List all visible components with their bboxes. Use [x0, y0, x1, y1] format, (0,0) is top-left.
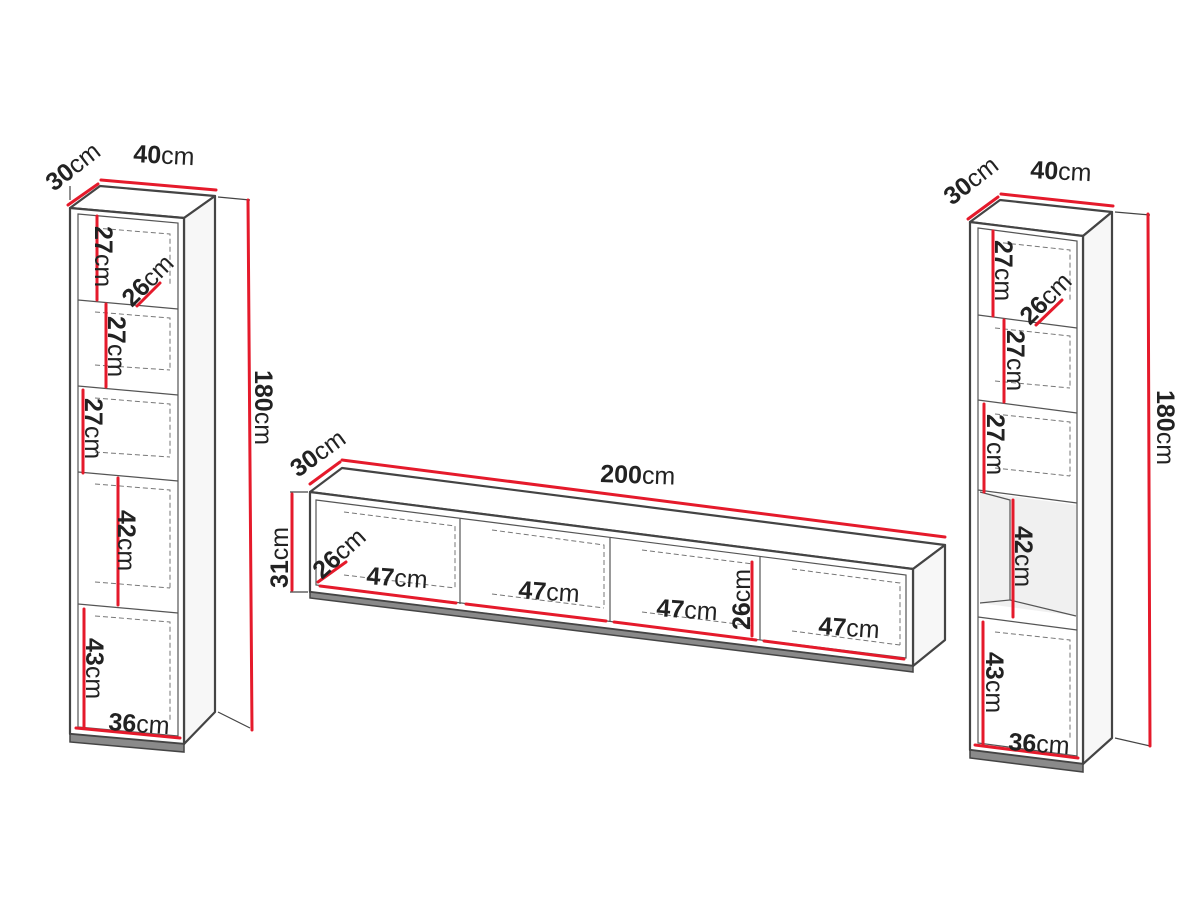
- right-comp3-label: 27cm: [981, 414, 1009, 475]
- tv-width-label: 200cm: [600, 460, 676, 491]
- tv-depth-line: [308, 460, 342, 486]
- right-cabinet-side: [1081, 210, 1114, 766]
- tv-comp1-line: [318, 584, 458, 605]
- right-cabinet: 30cm 40cm 180cm 27cm 26cm 27cm 27cm 42cm…: [938, 151, 1179, 773]
- left-shelf-depth-line: [135, 281, 162, 308]
- right-width-line: [999, 192, 1115, 208]
- left-comp1-label: 27cm: [89, 226, 117, 287]
- right-depth-label: 30cm: [938, 151, 1003, 211]
- left-height-label: 180cm: [249, 370, 277, 445]
- left-height-line: [246, 198, 254, 732]
- left-comp5-label: 43cm: [80, 638, 108, 699]
- right-comp1-label: 27cm: [989, 240, 1017, 301]
- left-cabinet: 30cm 40cm 180cm 27cm 26cm 27cm 27cm 42cm…: [40, 137, 277, 753]
- right-comp4-label: 42cm: [1009, 526, 1037, 587]
- tv-comp1-label: 47cm: [366, 562, 429, 594]
- left-inner-width-label: 36cm: [108, 708, 171, 740]
- left-width-line: [99, 178, 218, 192]
- right-height-line: [1146, 212, 1152, 748]
- right-comp5-label: 43cm: [980, 652, 1008, 713]
- tv-comp3-line: [612, 620, 758, 642]
- left-depth-line: [66, 182, 100, 207]
- right-width-label: 40cm: [1030, 156, 1093, 187]
- left-width-label: 40cm: [133, 140, 196, 171]
- right-height-label: 180cm: [1151, 390, 1179, 465]
- left-cabinet-base: [69, 733, 185, 753]
- right-inner-width-line: [973, 743, 1080, 760]
- tv-inner-height-label: 26cm: [728, 569, 756, 630]
- tv-comp2-label: 47cm: [518, 576, 581, 608]
- tv-comp3-label: 47cm: [656, 594, 719, 626]
- right-cabinet-base: [969, 749, 1084, 773]
- tv-width-line: [340, 458, 947, 539]
- tv-comp2-line: [464, 602, 608, 623]
- left-inner-width-line: [74, 726, 182, 740]
- right-shelf-depth-line: [1034, 298, 1064, 327]
- left-cabinet-side: [182, 194, 217, 746]
- left-comp3-label: 27cm: [79, 398, 107, 459]
- tv-inner-depth-line: [316, 560, 348, 584]
- tv-comp4-label: 47cm: [818, 612, 881, 644]
- right-inner-width-label: 36cm: [1008, 728, 1071, 760]
- tv-unit: 30cm 200cm 31cm 26cm 47cm 47cm 47cm 26cm…: [266, 424, 947, 673]
- right-depth-line: [966, 195, 1000, 221]
- left-comp2-label: 27cm: [102, 316, 130, 377]
- tv-unit-base: [309, 591, 914, 673]
- tv-height-label: 31cm: [266, 527, 294, 588]
- left-comp4-label: 42cm: [112, 510, 140, 571]
- tv-comp4-line: [762, 639, 906, 661]
- right-comp2-label: 27cm: [1001, 330, 1029, 391]
